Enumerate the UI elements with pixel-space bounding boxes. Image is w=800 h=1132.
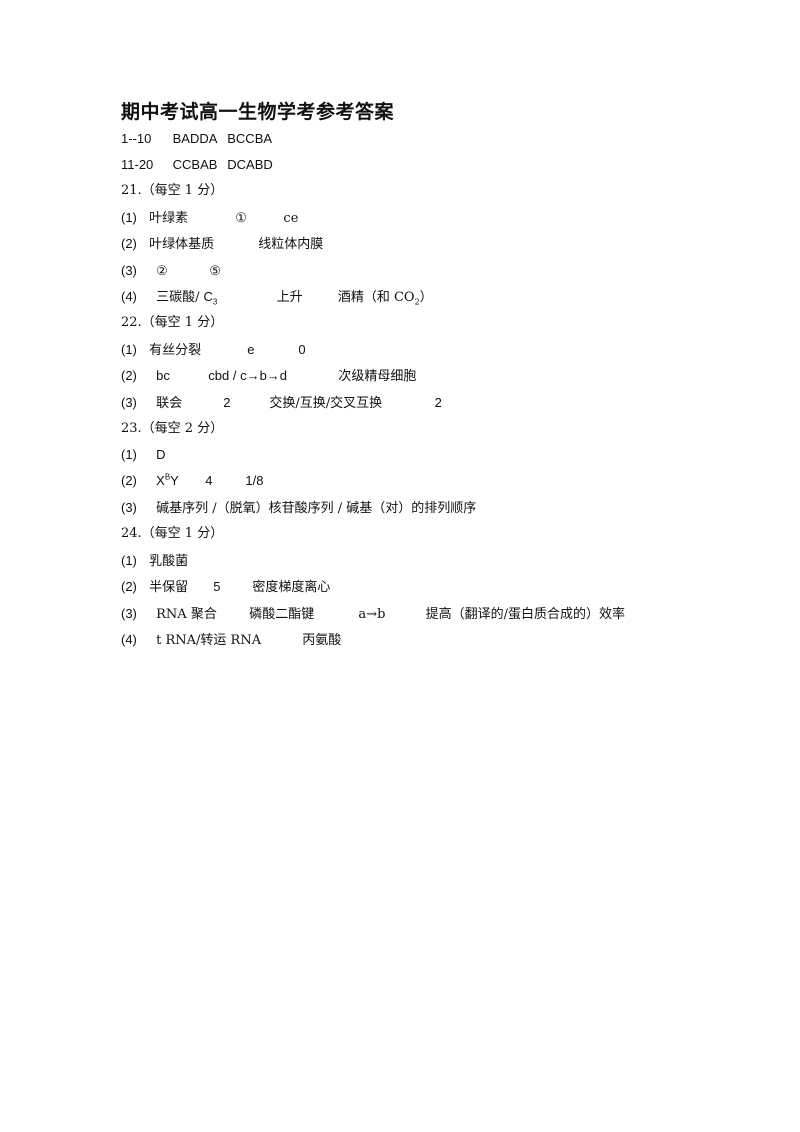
choice-group: BADDA xyxy=(172,131,218,146)
answer-line: (1) 乳酸菌 xyxy=(121,552,188,570)
answer: 0 xyxy=(298,342,306,357)
answer-line: (3) 碱基序列 /（脱氧）核苷酸序列 / 碱基（对）的排列顺序 xyxy=(121,499,476,517)
item-number: (1) xyxy=(121,553,137,568)
subscript: 3 xyxy=(212,297,218,307)
question-header: 22.（每空 1 分） xyxy=(121,315,224,330)
item-number: (3) xyxy=(121,395,137,410)
answer-line: (1) 有丝分裂 e 0 xyxy=(121,341,306,359)
genotype: Y xyxy=(170,473,179,488)
item-number: (3) xyxy=(121,500,137,515)
answer-line: (1) D xyxy=(121,446,166,464)
answer-line: (3) RNA 聚合 磷酸二酯键 a→b 提高（翻译的/蛋白质合成的）效率 xyxy=(121,605,625,623)
formula: 酒精（和 CO xyxy=(337,290,415,305)
item-number: (2) xyxy=(121,368,137,383)
question-header: 23.（每空 2 分） xyxy=(121,421,224,436)
formula: ） xyxy=(419,290,433,305)
answer: 2 xyxy=(434,395,442,410)
item-number: (2) xyxy=(121,473,137,488)
answer-line: (3) 联会 2 交换/互换/交叉互换 2 xyxy=(121,394,442,412)
answer: RNA 聚合 xyxy=(156,607,217,622)
answer-line: (2) bc cbd / c→b→d 次级精母细胞 xyxy=(121,367,416,385)
answer: 叶绿素 xyxy=(149,211,189,226)
answer-line: (1) 叶绿素 ① ce xyxy=(121,209,298,227)
answer: 1/8 xyxy=(245,473,264,488)
answer: t RNA/转运 RNA xyxy=(156,633,262,648)
answer: 碱基序列 /（脱氧）核苷酸序列 / 碱基（对）的排列顺序 xyxy=(156,501,477,516)
answer: 叶绿体基质 xyxy=(149,237,215,252)
formula: C xyxy=(203,289,213,304)
answer: ce xyxy=(283,211,299,226)
answer: XBY xyxy=(156,472,201,490)
answer: ① xyxy=(235,211,247,226)
answer-line: (4) 三碳酸/C3 上升 酒精（和 CO2） xyxy=(121,288,433,306)
item-number: (4) xyxy=(121,632,137,647)
answer-line: (3) ② ⑤ xyxy=(121,262,221,280)
answer: C3 xyxy=(200,288,273,306)
answer: 密度梯度离心 xyxy=(252,580,331,595)
page-title: 期中考试高一生物学考参考答案 xyxy=(121,101,395,123)
item-number: (1) xyxy=(121,210,137,225)
item-number: (1) xyxy=(121,447,137,462)
answer: 三碳酸/ xyxy=(156,290,200,305)
answer: 2 xyxy=(223,395,231,410)
answer: 上升 xyxy=(276,290,303,305)
item-number: (1) xyxy=(121,342,137,357)
choice-group: BCCBA xyxy=(227,131,273,146)
answer: 丙氨酸 xyxy=(302,633,342,648)
subscript: 2 xyxy=(414,297,420,307)
answer: 有丝分裂 xyxy=(149,343,202,358)
answer: 5 xyxy=(213,579,221,594)
answer: 线粒体内膜 xyxy=(258,237,324,252)
item-number: (2) xyxy=(121,579,137,594)
choice-range: 11-20 xyxy=(121,157,154,172)
answer: 磷酸二酯键 xyxy=(249,607,315,622)
item-number: (3) xyxy=(121,606,137,621)
answer-line: (4) t RNA/转运 RNA 丙氨酸 xyxy=(121,631,341,649)
answer-line: (2) 叶绿体基质 线粒体内膜 xyxy=(121,235,323,253)
answer: 半保留 xyxy=(149,580,189,595)
genotype: X xyxy=(156,473,165,488)
item-number: (3) xyxy=(121,263,137,278)
answer-line: (2) XBY 4 1/8 xyxy=(121,472,264,490)
answer: e xyxy=(247,342,255,357)
superscript: B xyxy=(164,472,171,482)
question-header: 24.（每空 1 分） xyxy=(121,526,224,541)
choice-group: DCABD xyxy=(227,157,273,172)
choice-row-1: 1--10 BADDA BCCBA xyxy=(121,130,272,148)
answer: cbd / c→b→d xyxy=(208,368,288,383)
question-header: 21.（每空 1 分） xyxy=(121,183,224,198)
choice-range: 1--10 xyxy=(121,131,152,146)
choice-row-2: 11-20 CCBAB DCABD xyxy=(121,156,273,174)
answer-line: (2) 半保留 5 密度梯度离心 xyxy=(121,578,330,596)
item-number: (4) xyxy=(121,289,137,304)
answer: 4 xyxy=(205,473,213,488)
answer: D xyxy=(156,447,166,462)
answer: 交换/互换/交叉互换 xyxy=(269,396,383,411)
answer: 次级精母细胞 xyxy=(338,369,417,384)
item-number: (2) xyxy=(121,236,137,251)
answer: 提高（翻译的/蛋白质合成的）效率 xyxy=(425,607,625,622)
answer: ⑤ xyxy=(209,264,221,279)
answer: bc xyxy=(156,368,170,383)
answer: 乳酸菌 xyxy=(149,554,189,569)
choice-group: CCBAB xyxy=(172,157,218,172)
answer: 联会 xyxy=(156,396,183,411)
answer: 酒精（和 CO2） xyxy=(338,289,433,307)
answer: ② xyxy=(156,264,168,279)
answer: a→b xyxy=(358,607,386,622)
